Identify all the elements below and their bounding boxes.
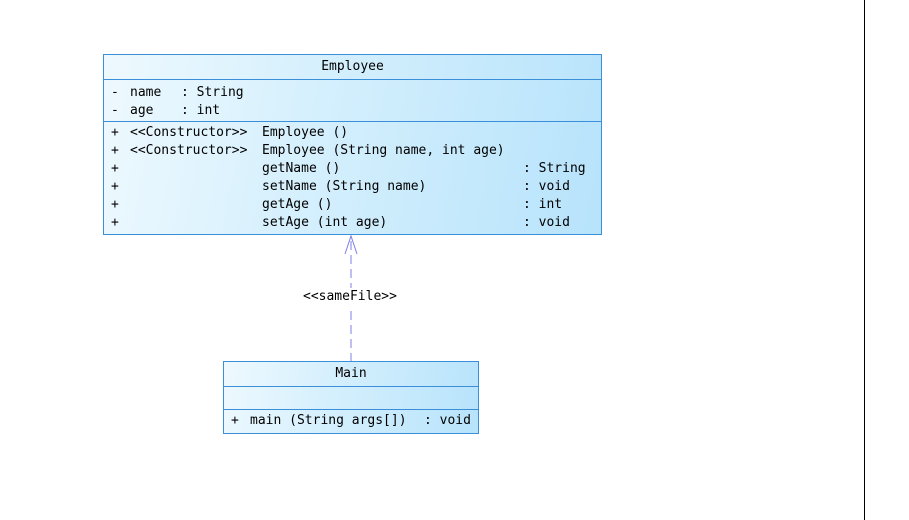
dependency-arrowhead xyxy=(344,234,358,255)
operation-row: + getAge () : int xyxy=(111,196,601,214)
visibility-marker: + xyxy=(111,125,119,140)
diagram-canvas: Employee - name : String - age : int + <… xyxy=(103,54,602,434)
visibility-marker: - xyxy=(111,103,119,118)
visibility-marker: + xyxy=(111,197,119,212)
main-attributes xyxy=(224,387,478,410)
operation-row: + setName (String name) : void xyxy=(111,178,601,196)
operation-signature: main (String args[]) xyxy=(250,413,407,428)
operation-return-type: : void xyxy=(523,215,570,230)
page-boundary-line xyxy=(864,0,865,520)
attribute-type: : int xyxy=(181,103,221,118)
main-class[interactable]: Main + main (String args[]) : void xyxy=(223,361,479,434)
employee-operations: + <<Constructor>> Employee () + <<Constr… xyxy=(104,122,601,235)
operation-signature: setAge (int age) xyxy=(262,215,388,230)
operation-row: + getName () : String xyxy=(111,160,601,178)
operation-signature: Employee (String name, int age) xyxy=(262,143,505,158)
visibility-marker: + xyxy=(231,413,239,428)
operation-stereotype: <<Constructor>> xyxy=(130,125,248,140)
visibility-marker: + xyxy=(111,215,119,230)
employee-class-name: Employee xyxy=(104,55,601,80)
operation-row: + main (String args[]) : void xyxy=(231,412,478,430)
operation-return-type: : void xyxy=(424,413,471,428)
employee-class[interactable]: Employee - name : String - age : int + <… xyxy=(103,54,602,235)
operation-return-type: : int xyxy=(523,197,563,212)
operation-row: + <<Constructor>> Employee () xyxy=(111,124,601,142)
operation-row: + setAge (int age) : void xyxy=(111,214,601,232)
operation-signature: getName () xyxy=(262,161,341,176)
visibility-marker: + xyxy=(111,161,119,176)
attribute-name: name xyxy=(130,85,162,100)
attribute-row: - name : String xyxy=(111,84,601,102)
employee-attributes: - name : String - age : int xyxy=(104,80,601,122)
main-class-name: Main xyxy=(224,362,478,387)
visibility-marker: + xyxy=(111,179,119,194)
main-operations: + main (String args[]) : void xyxy=(224,410,478,433)
operation-signature: Employee () xyxy=(262,125,349,140)
operation-row: + <<Constructor>> Employee (String name,… xyxy=(111,142,601,160)
attribute-name: age xyxy=(130,103,154,118)
operation-return-type: : void xyxy=(523,179,570,194)
operation-signature: getAge () xyxy=(262,197,333,212)
operation-stereotype: <<Constructor>> xyxy=(130,143,248,158)
attribute-type: : String xyxy=(181,85,244,100)
operation-signature: setName (String name) xyxy=(262,179,427,194)
attribute-row: - age : int xyxy=(111,102,601,120)
visibility-marker: - xyxy=(111,85,119,100)
visibility-marker: + xyxy=(111,143,119,158)
dependency-stereotype-label: <<sameFile>> xyxy=(303,288,397,306)
operation-return-type: : String xyxy=(523,161,586,176)
